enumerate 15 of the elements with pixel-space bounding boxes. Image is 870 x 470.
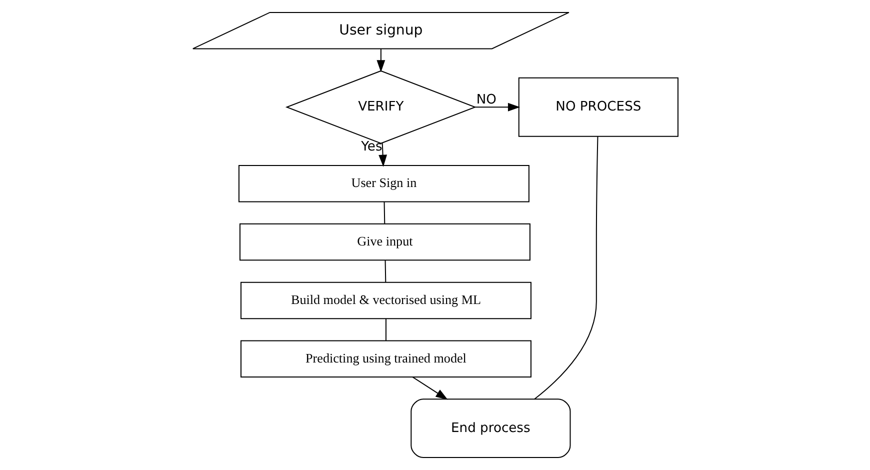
connector xyxy=(383,202,385,224)
edge-label: NO xyxy=(476,92,496,108)
node-box: Predicting using trained model xyxy=(240,340,531,378)
arrow xyxy=(474,102,520,112)
node-box: Give input xyxy=(238,223,530,261)
node-box: End process xyxy=(410,398,570,458)
arrow xyxy=(376,48,385,72)
arrow xyxy=(412,376,448,400)
node-box: Build model & vectorised using ML xyxy=(240,282,531,320)
arrow xyxy=(378,143,387,167)
node-box: NO PROCESS xyxy=(518,77,678,137)
node-box: User Sign in xyxy=(238,165,529,202)
connector xyxy=(384,260,386,282)
connector xyxy=(534,136,598,400)
connector xyxy=(384,318,386,341)
